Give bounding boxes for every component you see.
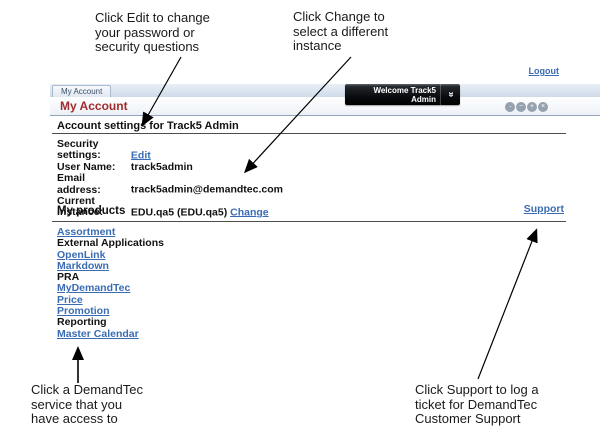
email-address-label: Email address: xyxy=(57,172,101,196)
close-icon[interactable]: × xyxy=(538,102,548,112)
edit-link[interactable]: Edit xyxy=(130,149,151,162)
support-link[interactable]: Support xyxy=(523,203,564,215)
product-link-price[interactable]: Price xyxy=(57,293,83,306)
current-instance-label: Current instance: xyxy=(57,195,104,219)
email-address-value: track5admin@demandtec.com xyxy=(130,183,283,196)
product-link-assortment[interactable]: Assortment xyxy=(57,226,116,238)
tab-bar: My Account xyxy=(50,84,600,98)
current-instance-value: EDU.qa5 (EDU.qa5) xyxy=(130,206,231,219)
chevron-down-icon[interactable]: « xyxy=(440,84,460,105)
change-link[interactable]: Change xyxy=(230,206,269,219)
product-category-external-applications: External Applications xyxy=(57,237,164,250)
user-name-value: track5admin xyxy=(130,160,193,173)
customize-icon[interactable]: ··· xyxy=(505,102,515,112)
minimize-icon[interactable]: − xyxy=(516,102,526,112)
account-settings-rows: Security settings: Edit User Name: track… xyxy=(57,138,283,219)
product-link-markdown[interactable]: Markdown xyxy=(57,259,109,272)
product-link-promotion[interactable]: Promotion xyxy=(57,305,110,318)
account-settings-title: Account settings for Track5 Admin xyxy=(57,120,239,132)
portal-controls: ··· − + × xyxy=(505,102,548,112)
callout-edit-note: Click Edit to change your password or se… xyxy=(95,10,210,54)
page-heading-band: My Account ··· − + × xyxy=(50,97,600,116)
arrow-to-support xyxy=(477,228,538,380)
row-email-address: Email address: track5admin@demandtec.com xyxy=(57,173,283,196)
welcome-user-button[interactable]: Welcome Track5 Admin « xyxy=(345,84,460,105)
chevron-glyph: « xyxy=(445,91,456,98)
row-security-settings: Security settings: Edit xyxy=(57,138,283,162)
user-name-label: User Name: xyxy=(57,160,116,173)
product-category-reporting: Reporting xyxy=(57,316,107,329)
row-user-name: User Name: track5admin xyxy=(57,160,283,173)
page-title: My Account xyxy=(60,99,128,113)
my-products-title: My products xyxy=(57,205,126,217)
products-list: Assortment External Applications OpenLin… xyxy=(57,226,164,340)
product-link-master-calendar[interactable]: Master Calendar xyxy=(57,327,139,340)
welcome-user-label: Welcome Track5 Admin xyxy=(373,86,436,104)
account-section-divider xyxy=(52,133,566,134)
callout-change-note: Click Change to select a different insta… xyxy=(293,9,389,53)
maximize-icon[interactable]: + xyxy=(527,102,537,112)
security-settings-label: Security settings: xyxy=(57,138,101,162)
tab-my-account[interactable]: My Account xyxy=(52,85,112,98)
product-link-openlink[interactable]: OpenLink xyxy=(57,248,106,261)
product-link-mydemandtec[interactable]: MyDemandTec xyxy=(57,282,131,295)
callout-support-note: Click Support to log a ticket for Demand… xyxy=(415,382,539,426)
product-category-pra: PRA xyxy=(57,271,80,284)
logout-link[interactable]: Logout xyxy=(528,66,560,76)
products-section-divider xyxy=(52,221,566,222)
row-current-instance: Current instance: EDU.qa5 (EDU.qa5) Chan… xyxy=(57,195,283,219)
callout-products-note: Click a DemandTec service that you have … xyxy=(31,382,143,426)
